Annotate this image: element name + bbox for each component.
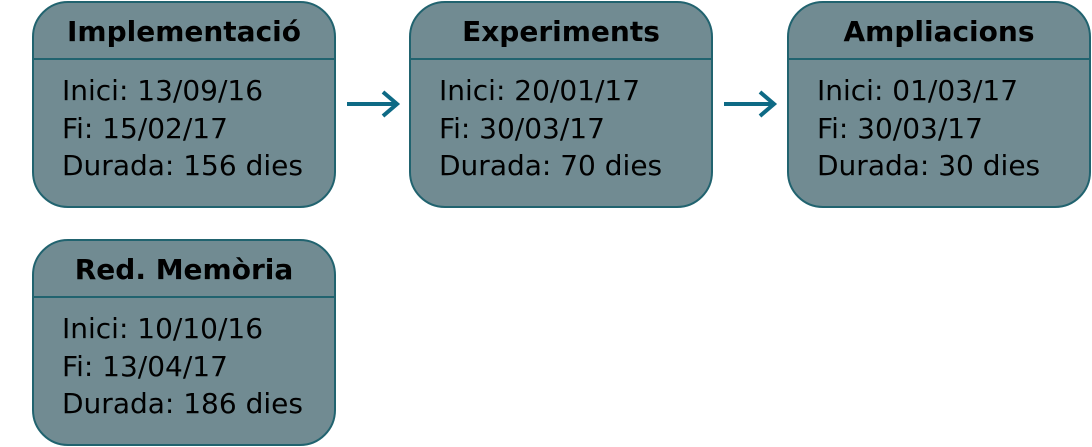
task-end-date: Fi: 13/04/17	[62, 349, 228, 383]
task-title: Ampliacions	[789, 3, 1089, 60]
task-box-ampliacions: Ampliacions Inici: 01/03/17 Fi: 30/03/17…	[787, 1, 1091, 208]
task-start-date: Inici: 20/01/17	[439, 74, 641, 107]
task-duration: Durada: 156 dies	[62, 149, 303, 182]
task-details: Inici: 13/09/16 Fi: 15/02/17 Durada: 156…	[34, 60, 334, 185]
task-title: Implementació	[34, 3, 334, 60]
task-box-implementacio: Implementació Inici: 13/09/16 Fi: 15/02/…	[32, 1, 336, 208]
task-details: Inici: 10/10/16 Fi: 13/04/17 Durada: 186…	[34, 298, 334, 423]
task-details: Inici: 01/03/17 Fi: 30/03/17 Durada: 30 …	[789, 60, 1089, 185]
task-end-date: Fi: 30/03/17	[439, 111, 605, 145]
task-title: Red. Memòria	[34, 241, 334, 298]
task-duration: Durada: 186 dies	[62, 387, 303, 420]
arrow-right-icon	[724, 90, 778, 118]
task-box-experiments: Experiments Inici: 20/01/17 Fi: 30/03/17…	[409, 1, 713, 208]
task-duration: Durada: 30 dies	[817, 149, 1041, 182]
task-box-red-memoria: Red. Memòria Inici: 10/10/16 Fi: 13/04/1…	[32, 239, 336, 446]
task-start-date: Inici: 10/10/16	[62, 312, 264, 345]
task-start-date: Inici: 13/09/16	[62, 74, 264, 107]
task-details: Inici: 20/01/17 Fi: 30/03/17 Durada: 70 …	[411, 60, 711, 185]
task-end-date: Fi: 15/02/17	[62, 111, 228, 145]
arrow-right-icon	[347, 90, 401, 118]
task-end-date: Fi: 30/03/17	[817, 111, 983, 145]
task-start-date: Inici: 01/03/17	[817, 74, 1019, 107]
task-duration: Durada: 70 dies	[439, 149, 663, 182]
task-title: Experiments	[411, 3, 711, 60]
